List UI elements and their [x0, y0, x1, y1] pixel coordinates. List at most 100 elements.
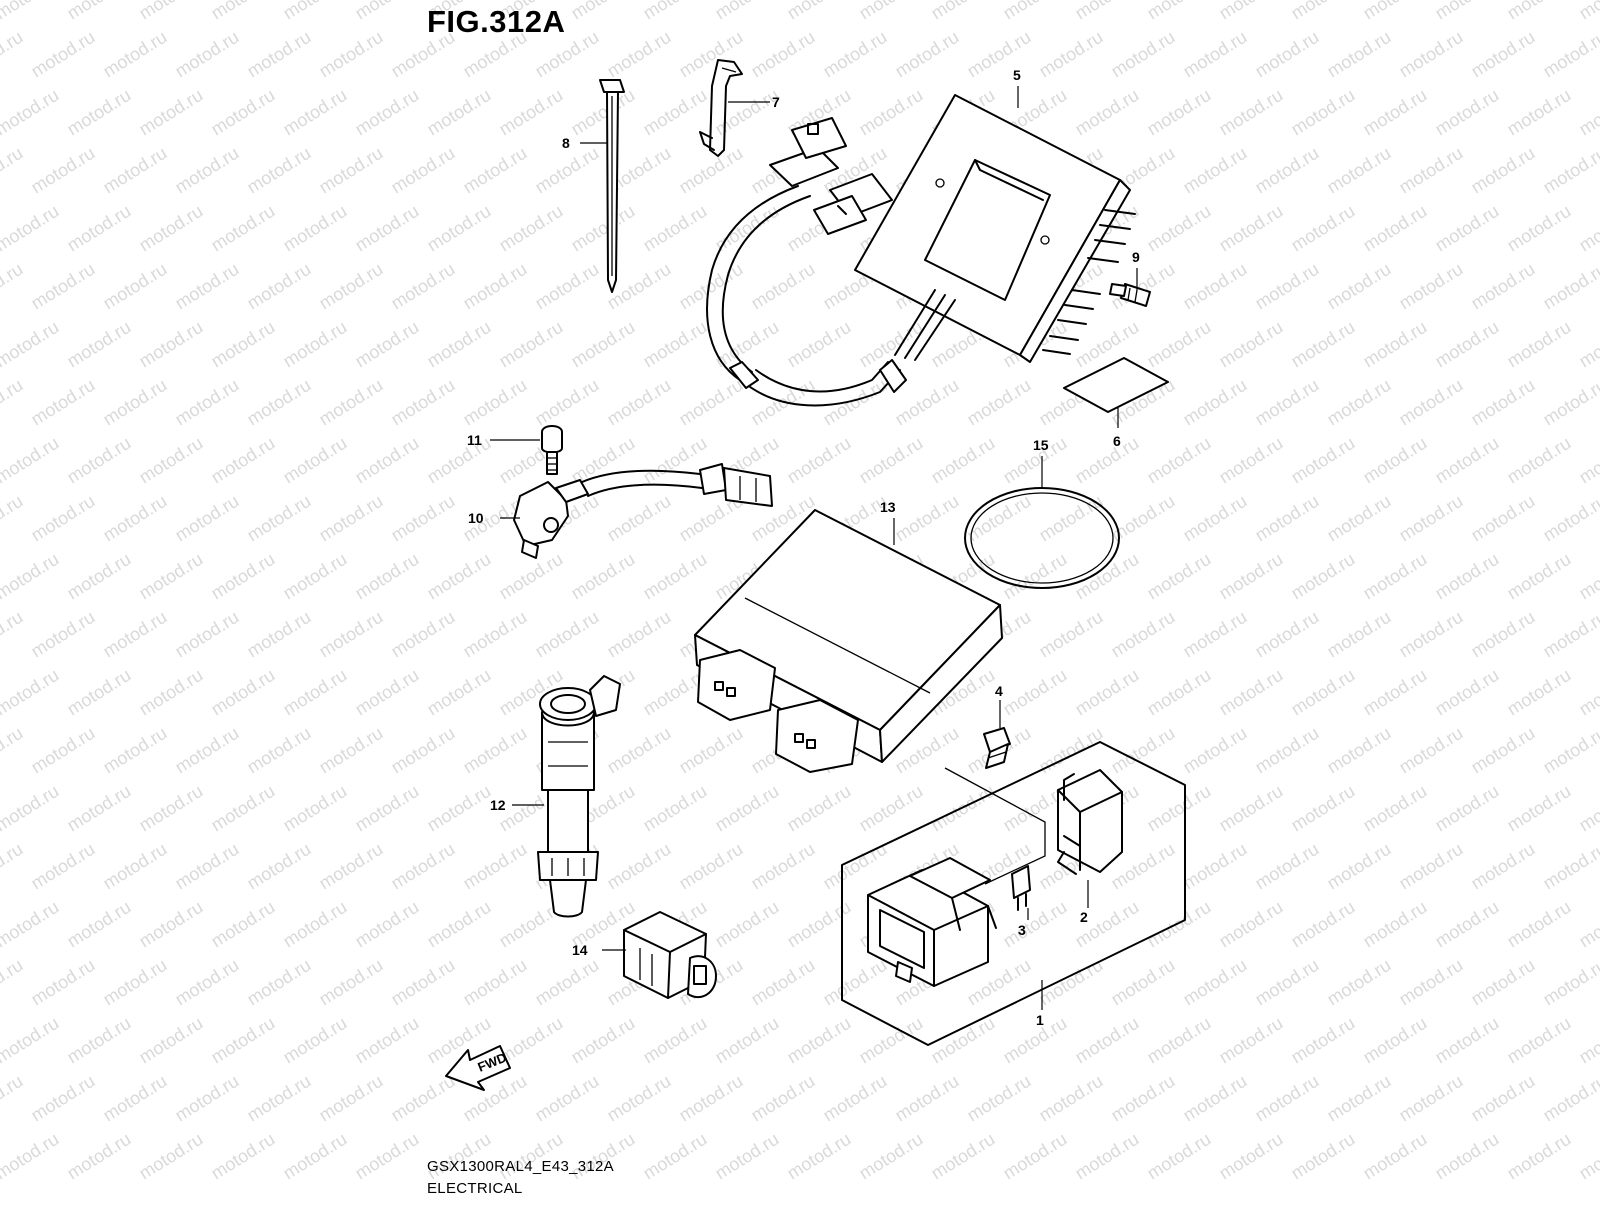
watermark-text: motod.ru — [1432, 433, 1503, 488]
watermark-text: motod.ru — [1288, 781, 1359, 836]
watermark-text: motod.ru — [1576, 897, 1600, 952]
watermark-text: motod.ru — [1288, 1129, 1359, 1184]
watermark-text: motod.ru — [568, 1013, 639, 1068]
watermark-text: motod.ru — [604, 375, 675, 430]
watermark-text: motod.ru — [388, 491, 459, 546]
watermark-text: motod.ru — [1360, 549, 1431, 604]
watermark-text: motod.ru — [1072, 1129, 1143, 1184]
watermark-text: motod.ru — [280, 201, 351, 256]
callout-3: 3 — [1018, 922, 1026, 938]
watermark-text: motod.ru — [1216, 85, 1287, 140]
watermark-text: motod.ru — [208, 897, 279, 952]
watermark-text: motod.ru — [568, 85, 639, 140]
watermark-text: motod.ru — [1000, 897, 1071, 952]
callout-6: 6 — [1113, 433, 1121, 449]
watermark-text: motod.ru — [1468, 259, 1539, 314]
watermark-text: motod.ru — [712, 1013, 783, 1068]
watermark-text: motod.ru — [0, 85, 62, 140]
watermark-text: motod.ru — [1216, 433, 1287, 488]
watermark-text: motod.ru — [208, 549, 279, 604]
watermark-text: motod.ru — [280, 317, 351, 372]
watermark-text: motod.ru — [1540, 723, 1600, 778]
part-8-cable-tie — [599, 79, 625, 293]
watermark-text: motod.ru — [1000, 665, 1071, 720]
watermark-text: motod.ru — [1180, 723, 1251, 778]
watermark-text: motod.ru — [784, 781, 855, 836]
watermark-text: motod.ru — [1252, 259, 1323, 314]
watermark-text: motod.ru — [136, 0, 207, 23]
watermark-text: motod.ru — [136, 85, 207, 140]
watermark-text: motod.ru — [1252, 491, 1323, 546]
watermark-text: motod.ru — [1432, 1129, 1503, 1184]
watermark-text: motod.ru — [172, 1071, 243, 1126]
watermark-text: motod.ru — [1324, 491, 1395, 546]
watermark-text: motod.ru — [892, 1071, 963, 1126]
watermark-text: motod.ru — [964, 27, 1035, 82]
watermark-text: motod.ru — [1468, 27, 1539, 82]
watermark-text: motod.ru — [1324, 27, 1395, 82]
watermark-text: motod.ru — [1504, 433, 1575, 488]
watermark-text: motod.ru — [1360, 433, 1431, 488]
watermark-text: motod.ru — [712, 1129, 783, 1184]
watermark-text: motod.ru — [64, 201, 135, 256]
watermark-text: motod.ru — [1288, 317, 1359, 372]
watermark-text: motod.ru — [64, 781, 135, 836]
watermark-text: motod.ru — [352, 665, 423, 720]
watermark-text: motod.ru — [1108, 955, 1179, 1010]
watermark-text: motod.ru — [676, 1071, 747, 1126]
watermark-text: motod.ru — [1540, 259, 1600, 314]
callout-13: 13 — [880, 499, 896, 515]
watermark-text: motod.ru — [28, 955, 99, 1010]
watermark-text: motod.ru — [856, 85, 927, 140]
watermark-text: motod.ru — [316, 839, 387, 894]
watermark-text: motod.ru — [1216, 1129, 1287, 1184]
watermark-text: motod.ru — [244, 27, 315, 82]
watermark-text: motod.ru — [1144, 665, 1215, 720]
watermark-text: motod.ru — [928, 1129, 999, 1184]
watermark-text: motod.ru — [604, 491, 675, 546]
watermark-text: motod.ru — [1288, 201, 1359, 256]
watermark-text: motod.ru — [244, 375, 315, 430]
watermark-text: motod.ru — [1360, 317, 1431, 372]
watermark-text: motod.ru — [0, 1013, 62, 1068]
watermark-text: motod.ru — [28, 375, 99, 430]
watermark-text: motod.ru — [136, 433, 207, 488]
watermark-text: motod.ru — [100, 143, 171, 198]
watermark-text: motod.ru — [1396, 259, 1467, 314]
watermark-text: motod.ru — [424, 781, 495, 836]
watermark-text: motod.ru — [784, 897, 855, 952]
watermark-text: motod.ru — [136, 317, 207, 372]
watermark-text: motod.ru — [604, 839, 675, 894]
leader-lines — [490, 86, 1138, 1010]
watermark-text: motod.ru — [1396, 27, 1467, 82]
watermark-text: motod.ru — [1036, 27, 1107, 82]
watermark-text: motod.ru — [280, 1129, 351, 1184]
watermark-text: motod.ru — [1144, 549, 1215, 604]
model-code: GSX1300RAL4_E43_312A — [427, 1158, 614, 1175]
watermark-text: motod.ru — [1180, 491, 1251, 546]
watermark-text: motod.ru — [1468, 839, 1539, 894]
watermark-text: motod.ru — [208, 781, 279, 836]
watermark-text: motod.ru — [640, 433, 711, 488]
watermark-text: motod.ru — [1180, 27, 1251, 82]
watermark-text: motod.ru — [820, 27, 891, 82]
watermark-text: motod.ru — [1216, 317, 1287, 372]
watermark-text: motod.ru — [0, 375, 26, 430]
watermark-text: motod.ru — [28, 607, 99, 662]
watermark-text: motod.ru — [820, 375, 891, 430]
watermark-text: motod.ru — [1108, 1071, 1179, 1126]
watermark-text: motod.ru — [1252, 27, 1323, 82]
watermark-text: motod.ru — [280, 549, 351, 604]
watermark-text: motod.ru — [748, 259, 819, 314]
watermark-text: motod.ru — [316, 143, 387, 198]
watermark-text: motod.ru — [1504, 85, 1575, 140]
watermark-text: motod.ru — [496, 85, 567, 140]
watermark-text: motod.ru — [1504, 0, 1575, 23]
watermark-text: motod.ru — [388, 259, 459, 314]
callout-12: 12 — [490, 797, 506, 813]
watermark-text: motod.ru — [316, 723, 387, 778]
watermark-text: motod.ru — [1576, 665, 1600, 720]
watermark-text: motod.ru — [460, 375, 531, 430]
watermark-text: motod.ru — [712, 781, 783, 836]
watermark-text: motod.ru — [820, 1071, 891, 1126]
